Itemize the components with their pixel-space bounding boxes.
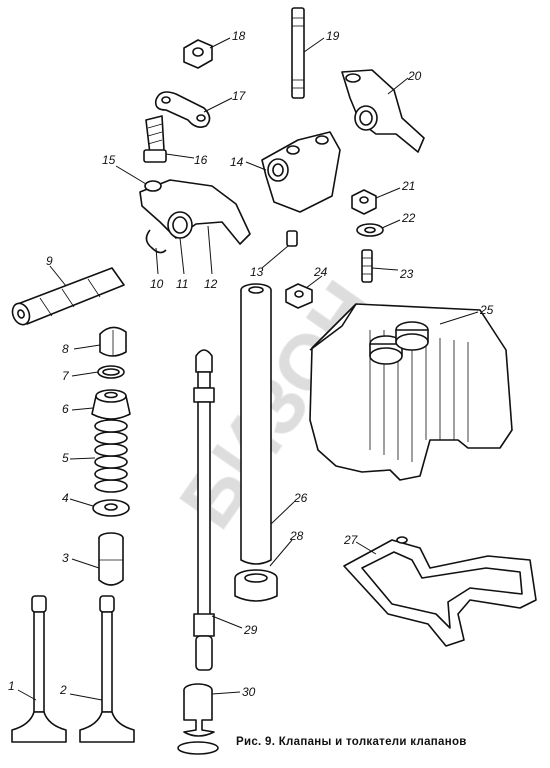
spring-plate-6: [91, 389, 131, 420]
label-26: 26: [293, 491, 308, 505]
pushrod-29: [193, 349, 215, 671]
label-11: 11: [176, 277, 188, 291]
stud-19: [291, 7, 305, 99]
figure-caption: Рис. 9. Клапаны и толкатели клапанов: [236, 736, 467, 748]
part-numbers: 1 2 3 4 5 6 7 8 9 10 11 12 13 14 15 16 1…: [8, 29, 494, 699]
label-2: 2: [59, 683, 67, 697]
label-22: 22: [401, 211, 416, 225]
label-14: 14: [230, 155, 244, 169]
leader-lines: [17, 37, 479, 701]
label-4: 4: [62, 491, 69, 505]
label-24: 24: [313, 265, 328, 279]
label-10: 10: [150, 277, 164, 291]
label-30: 30: [242, 685, 256, 699]
gasket-27: [343, 536, 537, 647]
collet-8: [99, 326, 127, 357]
adjust-screw-16: [143, 115, 167, 163]
label-25: 25: [479, 303, 494, 317]
bushing-28: [234, 569, 278, 602]
valve-guide-3: [98, 532, 124, 586]
label-5: 5: [62, 451, 69, 465]
tube-9: [11, 267, 125, 326]
label-20: 20: [407, 69, 422, 83]
label-1: 1: [8, 679, 15, 693]
rocker-arm-20: [341, 69, 425, 153]
pin-13: [286, 230, 298, 247]
nut-21: [351, 189, 377, 215]
rocker-stand-14: [261, 131, 341, 213]
label-27: 27: [343, 533, 359, 547]
label-17: 17: [232, 89, 247, 103]
label-3: 3: [62, 551, 69, 565]
valve-1: [11, 595, 67, 743]
tappet-30: [177, 683, 219, 755]
label-23: 23: [399, 267, 414, 281]
label-6: 6: [62, 402, 69, 416]
label-16: 16: [194, 153, 208, 167]
label-13: 13: [250, 265, 264, 279]
label-28: 28: [289, 529, 304, 543]
label-29: 29: [243, 623, 258, 637]
rocker-arm-11: [139, 179, 251, 245]
washer-22: [356, 223, 384, 237]
washer-4: [92, 499, 130, 517]
label-21: 21: [401, 179, 415, 193]
label-8: 8: [62, 342, 69, 356]
valve-cover-25: [309, 303, 513, 481]
nut-24: [285, 283, 313, 309]
lock-plate-17: [154, 91, 211, 128]
label-12: 12: [204, 277, 218, 291]
label-9: 9: [46, 254, 53, 268]
nut-18: [183, 39, 213, 69]
label-18: 18: [232, 29, 246, 43]
label-15: 15: [102, 153, 116, 167]
tube-26: [240, 283, 272, 565]
stud-23: [361, 249, 373, 283]
valve-2: [79, 595, 135, 743]
label-7: 7: [62, 369, 70, 383]
ring-7: [97, 365, 125, 379]
spring-5: [94, 419, 128, 493]
label-19: 19: [326, 29, 340, 43]
clip-10: [145, 229, 167, 254]
